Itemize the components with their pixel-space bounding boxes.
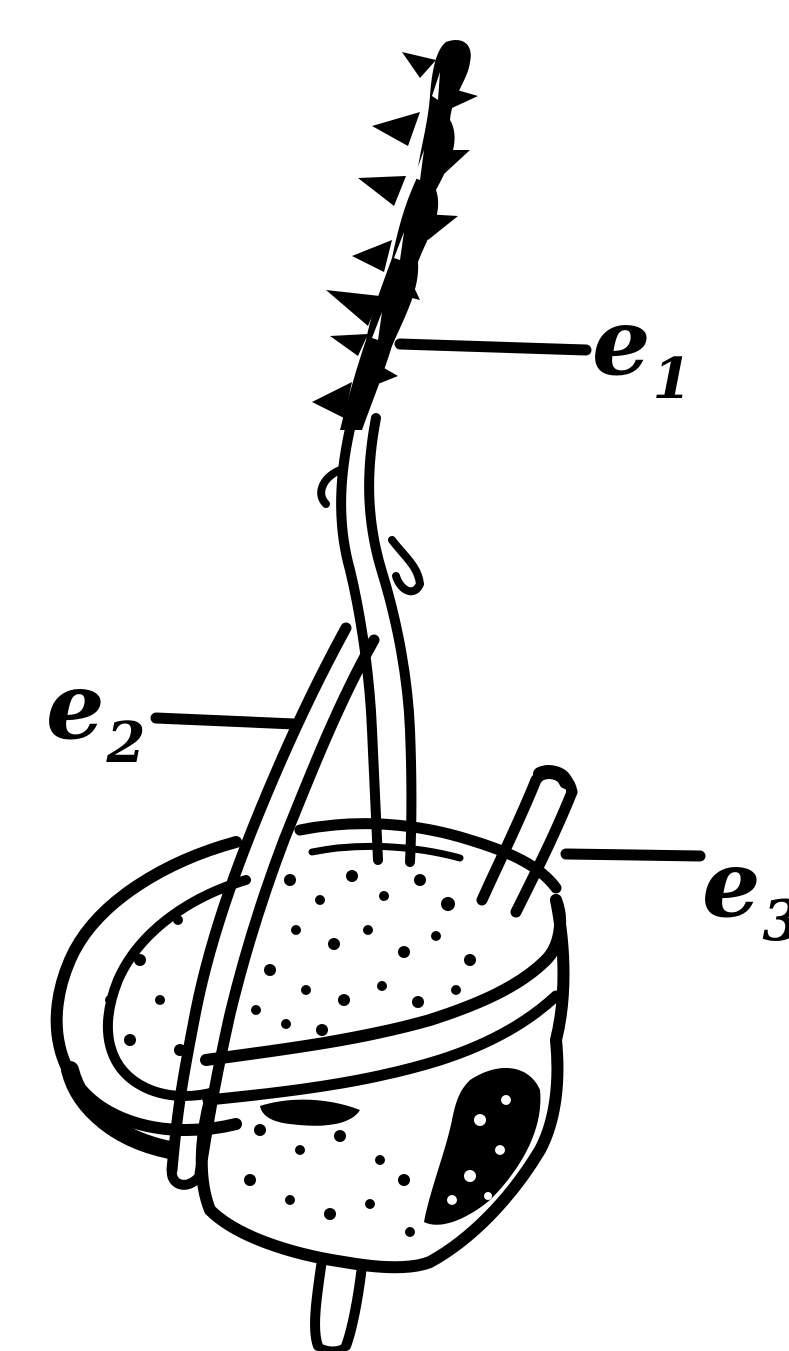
label-e2-sub: 2	[107, 710, 146, 776]
label-e3-sub: 3	[763, 888, 789, 954]
label-e1: e1	[592, 296, 692, 388]
label-e1-sub: 1	[653, 346, 692, 412]
label-e2: e2	[46, 660, 146, 752]
stalk-e2	[172, 628, 374, 1185]
label-e3: e3	[702, 838, 789, 930]
leader-line-e3	[566, 854, 700, 856]
label-e1-main: e	[592, 288, 651, 396]
leader-line-e2	[156, 718, 294, 724]
leader-lines	[156, 344, 700, 856]
label-e2-main: e	[46, 652, 105, 760]
leader-line-e1	[400, 344, 586, 350]
upper-leafy-stem	[312, 40, 478, 430]
label-e3-main: e	[702, 830, 761, 938]
